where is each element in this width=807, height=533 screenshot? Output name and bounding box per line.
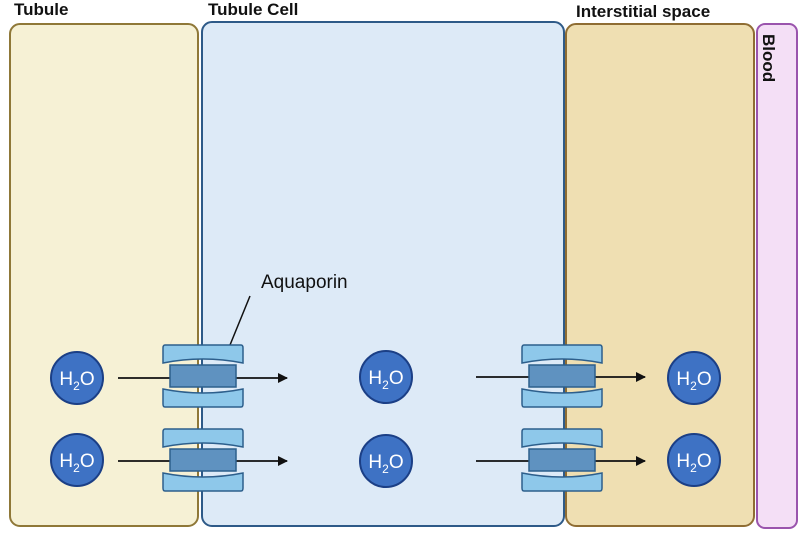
blood-label: Blood xyxy=(759,34,778,82)
tubule-cell-region xyxy=(201,21,565,527)
water-molecule: H2O xyxy=(667,433,721,487)
water-molecule: H2O xyxy=(50,351,104,405)
svg-text:H2O: H2O xyxy=(676,451,711,475)
water-molecules: H2O H2O H2O H2O H2O H2O xyxy=(50,350,721,488)
tubule-region xyxy=(9,23,199,527)
water-molecule: H2O xyxy=(359,350,413,404)
water-molecule: H2O xyxy=(359,434,413,488)
water-molecule: H2O xyxy=(667,351,721,405)
tubule-label: Tubule xyxy=(14,0,68,19)
blood-region xyxy=(756,23,798,529)
svg-text:H2O: H2O xyxy=(368,452,403,476)
aquaporin-channel xyxy=(521,428,603,492)
aquaporin-channel xyxy=(162,428,244,492)
tubule-cell-label: Tubule Cell xyxy=(208,0,298,19)
interstitial-space-label: Interstitial space xyxy=(576,2,710,21)
svg-text:H2O: H2O xyxy=(368,368,403,392)
aquaporin-channel xyxy=(162,344,244,408)
svg-text:H2O: H2O xyxy=(59,369,94,393)
aquaporin-callout-line xyxy=(229,295,251,346)
svg-text:H2O: H2O xyxy=(676,369,711,393)
aquaporin-channels xyxy=(162,344,603,492)
aquaporin-channel xyxy=(521,344,603,408)
water-molecule: H2O xyxy=(50,433,104,487)
svg-text:H2O: H2O xyxy=(59,451,94,475)
aquaporin-label: Aquaporin xyxy=(261,272,348,293)
